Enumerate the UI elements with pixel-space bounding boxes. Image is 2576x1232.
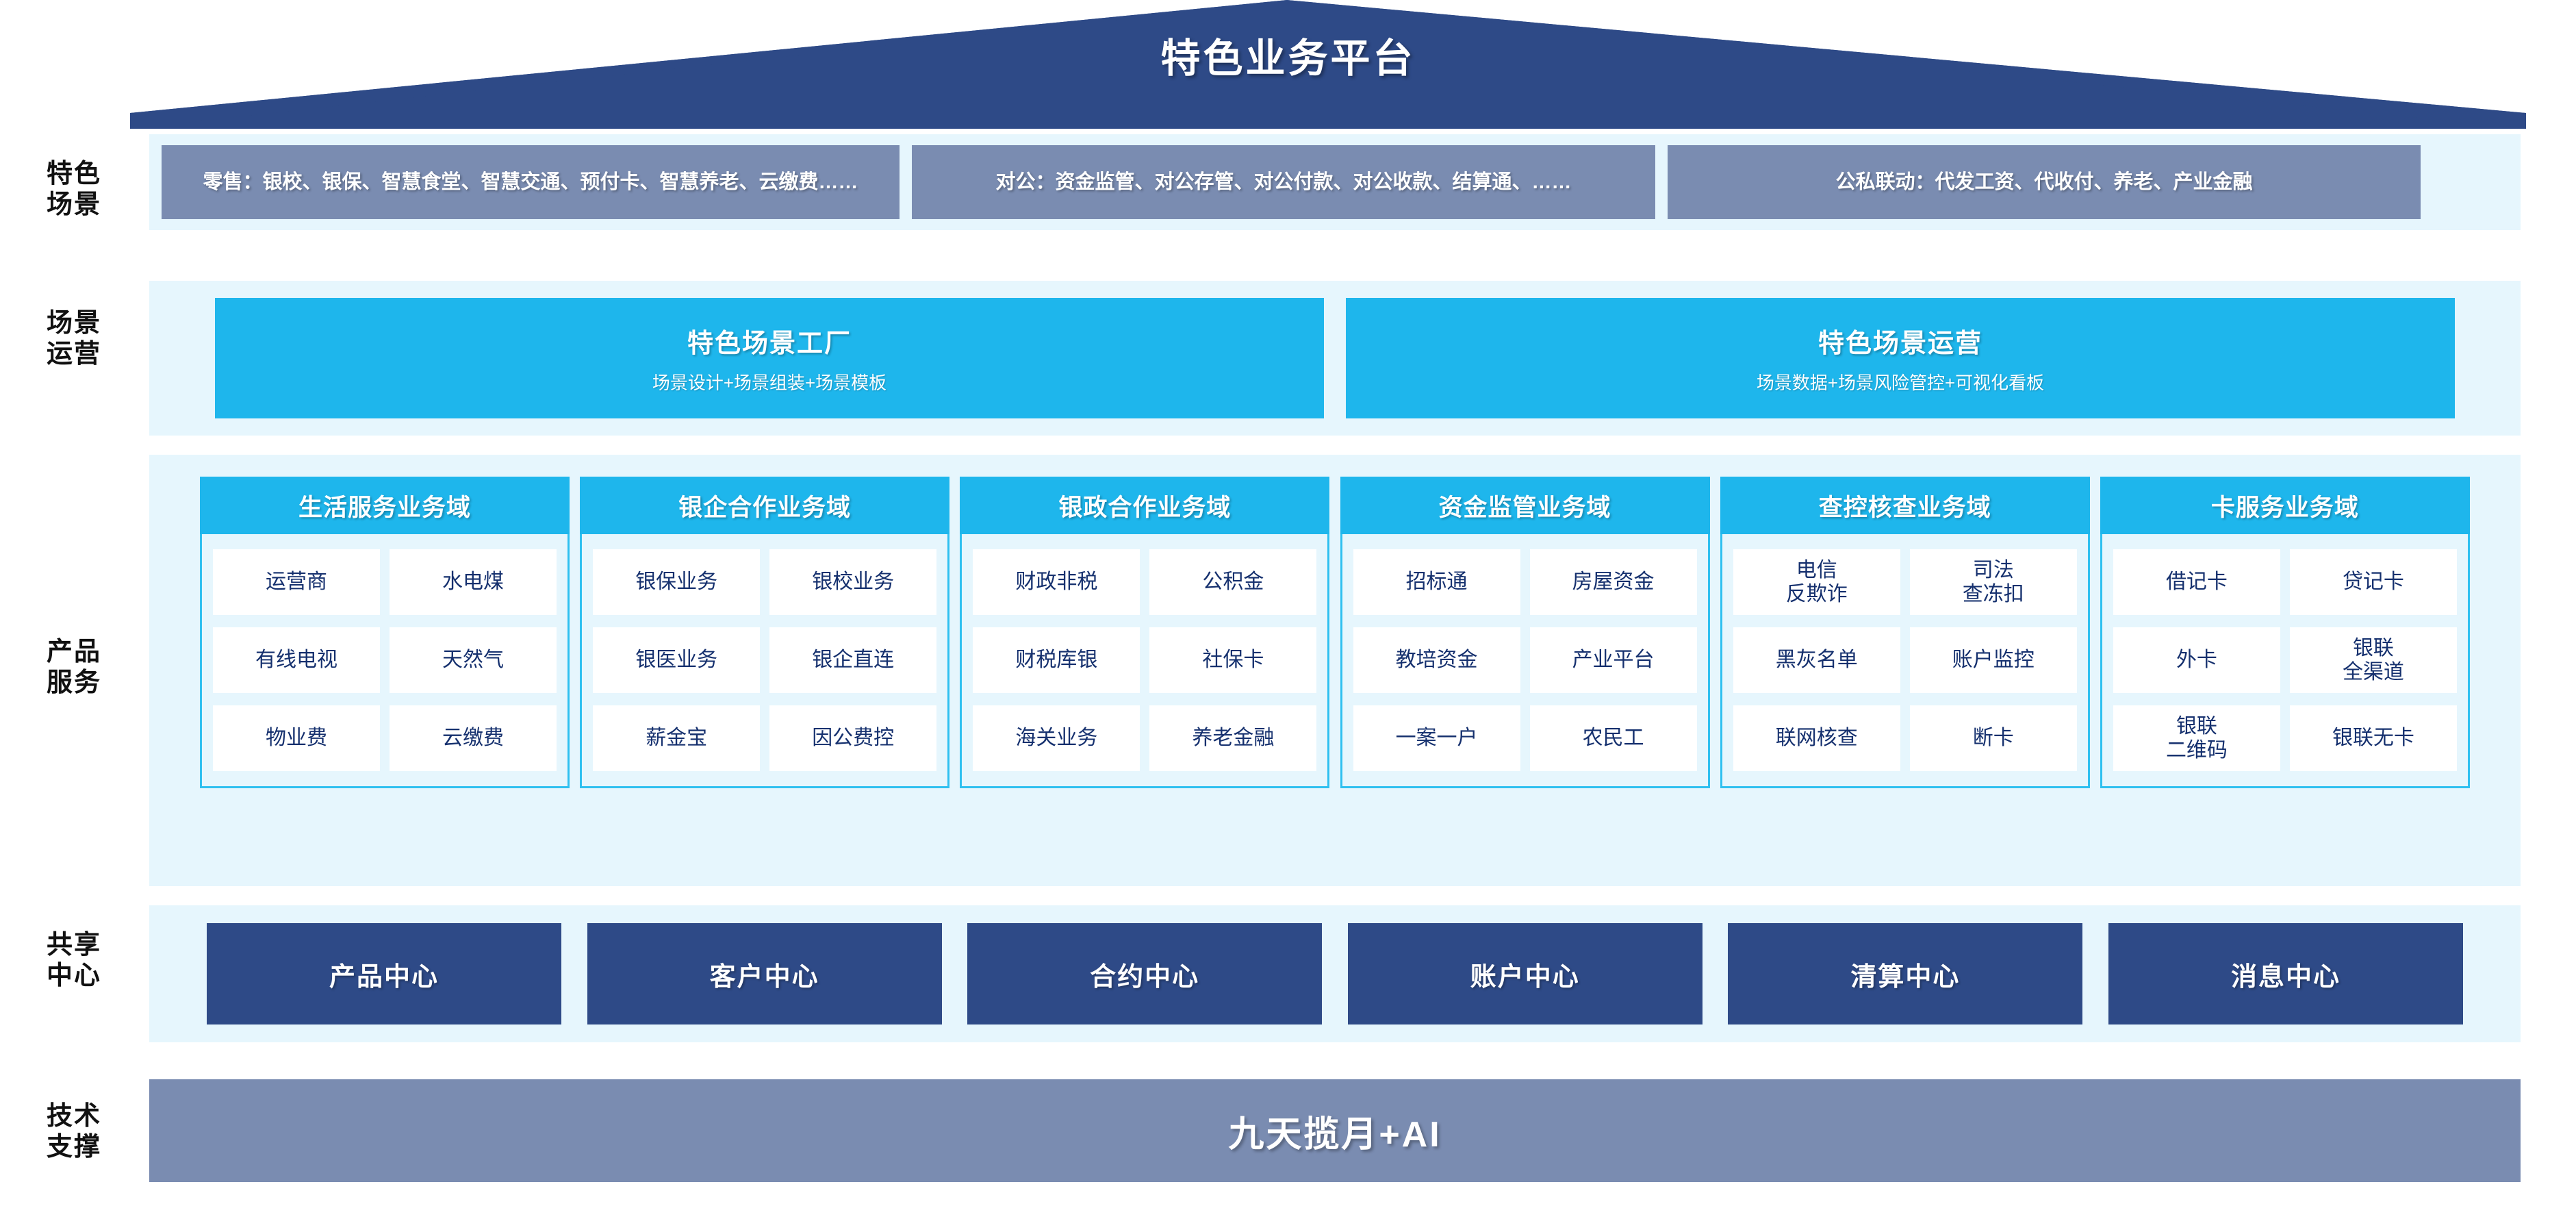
domain-item[interactable]: 账户监控 bbox=[1909, 627, 2077, 693]
domain-item-grid: 银保业务 银校业务 银医业务 银企直连 薪金宝 因公费控 bbox=[582, 534, 947, 786]
share-center-card-list: 产品中心 客户中心 合约中心 账户中心 清算中心 消息中心 bbox=[149, 905, 2521, 1042]
platform-roof-banner: 特色业务平台 bbox=[0, 0, 2576, 130]
domain-item-grid: 招标通 房屋资金 教培资金 产业平台 一案一户 农民工 bbox=[1342, 534, 1708, 786]
share-center-product[interactable]: 产品中心 bbox=[207, 923, 561, 1024]
scene-row-band: 零售：银校、银保、智慧食堂、智慧交通、预付卡、智慧养老、云缴费…… 对公：资金监… bbox=[149, 134, 2521, 230]
domain-item[interactable]: 财政非税 bbox=[973, 549, 1140, 615]
domain-item[interactable]: 银校业务 bbox=[769, 549, 937, 615]
share-center-settlement[interactable]: 清算中心 bbox=[1728, 923, 2083, 1024]
domain-item[interactable]: 联网核查 bbox=[1733, 705, 1900, 771]
domain-card-card-service[interactable]: 卡服务业务域 借记卡 贷记卡 外卡 银联 全渠道 银联 二维码 银联无卡 bbox=[2100, 477, 2470, 788]
scene-card-public-private[interactable]: 公私联动：代发工资、代收付、养老、产业金融 bbox=[1668, 145, 2421, 219]
tech-support-band[interactable]: 九天揽月+AI bbox=[149, 1079, 2521, 1182]
share-center-band: 产品中心 客户中心 合约中心 账户中心 清算中心 消息中心 bbox=[149, 905, 2521, 1042]
domain-item[interactable]: 黑灰名单 bbox=[1733, 627, 1900, 693]
domain-item[interactable]: 银联无卡 bbox=[2289, 705, 2457, 771]
operations-card-subtitle: 场景设计+场景组装+场景模板 bbox=[652, 373, 887, 393]
domain-item[interactable]: 借记卡 bbox=[2113, 549, 2280, 615]
tech-support-label: 九天揽月+AI bbox=[1228, 1114, 1442, 1155]
domain-card-bank-government[interactable]: 银政合作业务域 财政非税 公积金 财税库银 社保卡 海关业务 养老金融 bbox=[960, 477, 1330, 788]
domain-item[interactable]: 司法 查冻扣 bbox=[1909, 549, 2077, 615]
domain-card-title: 银政合作业务域 bbox=[960, 477, 1330, 534]
row-label-tech-support: 技术 支撑 bbox=[46, 1102, 101, 1161]
domain-card-investigation-control[interactable]: 查控核查业务域 电信 反欺诈 司法 查冻扣 黑灰名单 账户监控 联网核查 断卡 bbox=[1720, 477, 2090, 788]
share-center-account[interactable]: 账户中心 bbox=[1347, 923, 1703, 1024]
product-service-band: 生活服务业务域 运营商 水电煤 有线电视 天然气 物业费 云缴费 银企合作业务域… bbox=[149, 455, 2521, 886]
domain-item[interactable]: 招标通 bbox=[1353, 549, 1520, 615]
scene-card-corporate[interactable]: 对公：资金监管、对公存管、对公付款、对公收款、结算通、…… bbox=[912, 145, 1655, 219]
domain-card-list: 生活服务业务域 运营商 水电煤 有线电视 天然气 物业费 云缴费 银企合作业务域… bbox=[149, 455, 2521, 886]
domain-item[interactable]: 房屋资金 bbox=[1529, 549, 1697, 615]
domain-item[interactable]: 银医业务 bbox=[593, 627, 761, 693]
domain-item[interactable]: 银联 全渠道 bbox=[2289, 627, 2457, 693]
domain-item[interactable]: 水电煤 bbox=[390, 549, 557, 615]
domain-item[interactable]: 银企直连 bbox=[769, 627, 937, 693]
domain-item[interactable]: 运营商 bbox=[213, 549, 380, 615]
domain-item[interactable]: 财税库银 bbox=[973, 627, 1140, 693]
domain-card-title: 卡服务业务域 bbox=[2100, 477, 2470, 534]
scene-card-list: 零售：银校、银保、智慧食堂、智慧交通、预付卡、智慧养老、云缴费…… 对公：资金监… bbox=[149, 134, 2521, 230]
operations-card-scene-factory[interactable]: 特色场景工厂 场景设计+场景组装+场景模板 bbox=[215, 298, 1324, 418]
domain-item[interactable]: 断卡 bbox=[1909, 705, 2077, 771]
share-center-contract[interactable]: 合约中心 bbox=[967, 923, 1323, 1024]
row-label-product-service: 产品 服务 bbox=[46, 638, 101, 697]
domain-item[interactable]: 养老金融 bbox=[1149, 705, 1317, 771]
domain-item[interactable]: 电信 反欺诈 bbox=[1733, 549, 1900, 615]
domain-item[interactable]: 贷记卡 bbox=[2289, 549, 2457, 615]
domain-item[interactable]: 有线电视 bbox=[213, 627, 380, 693]
domain-item-grid: 借记卡 贷记卡 外卡 银联 全渠道 银联 二维码 银联无卡 bbox=[2102, 534, 2468, 786]
domain-item[interactable]: 外卡 bbox=[2113, 627, 2280, 693]
domain-item[interactable]: 教培资金 bbox=[1353, 627, 1520, 693]
domain-item-grid: 运营商 水电煤 有线电视 天然气 物业费 云缴费 bbox=[202, 534, 568, 786]
domain-item[interactable]: 农民工 bbox=[1529, 705, 1697, 771]
domain-item[interactable]: 天然气 bbox=[390, 627, 557, 693]
operations-card-title: 特色场景工厂 bbox=[687, 329, 852, 358]
domain-card-title: 资金监管业务域 bbox=[1340, 477, 1710, 534]
domain-item-grid: 电信 反欺诈 司法 查冻扣 黑灰名单 账户监控 联网核查 断卡 bbox=[1722, 534, 2088, 786]
domain-item[interactable]: 物业费 bbox=[213, 705, 380, 771]
row-label-operations: 场景 运营 bbox=[46, 309, 101, 368]
domain-card-fund-supervision[interactable]: 资金监管业务域 招标通 房屋资金 教培资金 产业平台 一案一户 农民工 bbox=[1340, 477, 1710, 788]
domain-item[interactable]: 因公费控 bbox=[769, 705, 937, 771]
share-center-message[interactable]: 消息中心 bbox=[2108, 923, 2463, 1024]
domain-card-title: 生活服务业务域 bbox=[200, 477, 570, 534]
domain-item[interactable]: 云缴费 bbox=[390, 705, 557, 771]
operations-card-subtitle: 场景数据+场景风险管控+可视化看板 bbox=[1756, 373, 2045, 393]
operations-card-title: 特色场景运营 bbox=[1818, 329, 1982, 358]
domain-item-grid: 财政非税 公积金 财税库银 社保卡 海关业务 养老金融 bbox=[962, 534, 1327, 786]
domain-item[interactable]: 产业平台 bbox=[1529, 627, 1697, 693]
domain-item[interactable]: 海关业务 bbox=[973, 705, 1140, 771]
domain-card-title: 查控核查业务域 bbox=[1720, 477, 2090, 534]
domain-item[interactable]: 公积金 bbox=[1149, 549, 1317, 615]
domain-card-life-service[interactable]: 生活服务业务域 运营商 水电煤 有线电视 天然气 物业费 云缴费 bbox=[200, 477, 570, 788]
domain-item[interactable]: 一案一户 bbox=[1353, 705, 1520, 771]
share-center-customer[interactable]: 客户中心 bbox=[587, 923, 942, 1024]
domain-card-bank-enterprise[interactable]: 银企合作业务域 银保业务 银校业务 银医业务 银企直连 薪金宝 因公费控 bbox=[580, 477, 950, 788]
operations-card-list: 特色场景工厂 场景设计+场景组装+场景模板 特色场景运营 场景数据+场景风险管控… bbox=[149, 281, 2521, 436]
row-label-scene: 特色 场景 bbox=[46, 160, 101, 219]
row-label-share-center: 共享 中心 bbox=[46, 931, 101, 990]
domain-item[interactable]: 社保卡 bbox=[1149, 627, 1317, 693]
domain-card-title: 银企合作业务域 bbox=[580, 477, 950, 534]
operations-card-scene-operation[interactable]: 特色场景运营 场景数据+场景风险管控+可视化看板 bbox=[1346, 298, 2455, 418]
domain-item[interactable]: 银保业务 bbox=[593, 549, 761, 615]
operations-row-band: 特色场景工厂 场景设计+场景组装+场景模板 特色场景运营 场景数据+场景风险管控… bbox=[149, 281, 2521, 436]
domain-item[interactable]: 银联 二维码 bbox=[2113, 705, 2280, 771]
scene-card-retail[interactable]: 零售：银校、银保、智慧食堂、智慧交通、预付卡、智慧养老、云缴费…… bbox=[162, 145, 900, 219]
roof-shape-icon bbox=[130, 0, 2526, 129]
domain-item[interactable]: 薪金宝 bbox=[593, 705, 761, 771]
